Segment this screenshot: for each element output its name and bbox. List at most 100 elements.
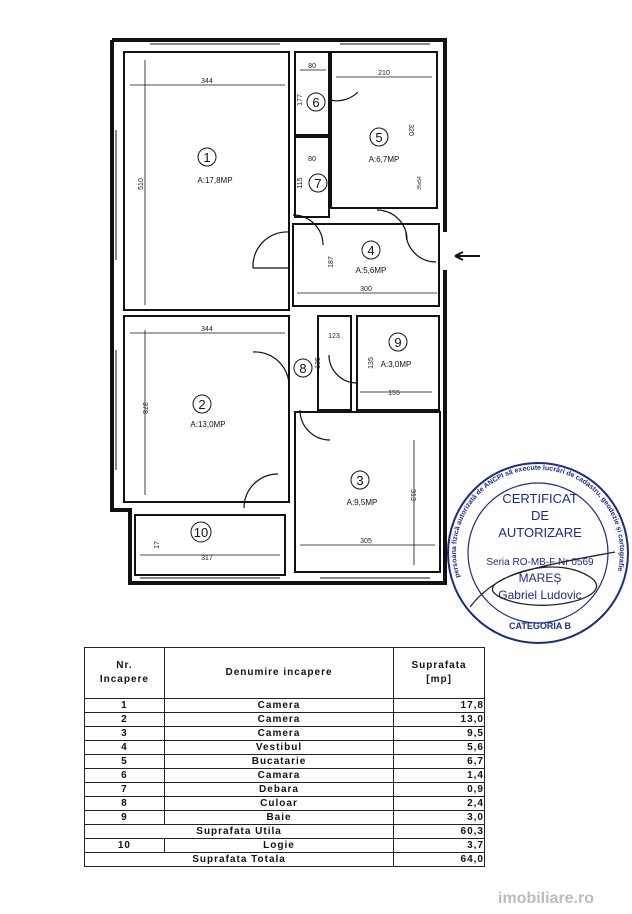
header-area: Suprafata [mp]	[393, 647, 485, 699]
header-name: Denumire incapere	[163, 647, 395, 699]
dim-label: 115	[297, 177, 304, 188]
dim-label: 317	[201, 555, 213, 562]
dim-label: 187	[328, 256, 335, 268]
room-4-area: A:5,6MP	[356, 266, 387, 275]
row-nr: 6	[84, 768, 165, 783]
dim-label: 155	[388, 390, 400, 397]
dim-label: 135	[315, 357, 322, 369]
row-name: Baie	[163, 810, 395, 825]
row-name: Debara	[163, 782, 395, 797]
row-name: Camera	[163, 726, 395, 741]
row-name: Camera	[163, 712, 395, 727]
row-area: 5,6	[393, 740, 485, 755]
util-label: Suprafata Utila	[83, 824, 395, 839]
floor-plan: 1 A:17,8MP 2 A:13,0MP 3 A:9,5MP 4 A:5,6M…	[110, 38, 480, 585]
dim-label: 313	[409, 489, 416, 501]
room-1-area: A:17,8MP	[197, 176, 232, 185]
row-nr: 3	[84, 726, 165, 741]
stamp-line-5: MAREȘ	[519, 571, 562, 585]
room-9-area: A:3,0MP	[381, 360, 412, 369]
room-4-number: 4	[367, 243, 374, 258]
stamp-line-1: CERTIFICAT	[502, 491, 577, 506]
row-name: Bucatarie	[163, 754, 395, 769]
stamp-line-4: Seria RO-MB-F Nr 0569	[486, 557, 594, 568]
signature-scribble	[469, 551, 616, 608]
util-value: 60,3	[393, 824, 485, 839]
row-name: Culoar	[163, 796, 395, 811]
room-2-area: A:13,0MP	[190, 420, 225, 429]
row-area: 1,4	[393, 768, 485, 783]
dim-label: 177	[297, 94, 304, 106]
row-nr: 9	[84, 810, 165, 825]
authorization-stamp: persoana fizică autorizată de ANCPI să e…	[447, 462, 629, 644]
row-area: 17,8	[393, 698, 485, 713]
dim-label: 320	[407, 124, 414, 136]
dim-label: 300	[360, 286, 372, 293]
room-1-number: 1	[203, 150, 210, 165]
row-name: Camera	[163, 698, 395, 713]
dim-label: 80	[308, 156, 316, 163]
stamp-line-3: AUTORIZARE	[498, 525, 582, 540]
room-9-number: 9	[394, 335, 401, 350]
room-5-area: A:6,7MP	[369, 155, 400, 164]
watermark: imobiliare.ro	[498, 890, 595, 907]
room-7-number: 7	[314, 176, 321, 191]
stamp-line-2: DE	[531, 508, 549, 523]
row-area: 13,0	[393, 712, 485, 727]
row-nr: 7	[84, 782, 165, 797]
dim-label: 123	[328, 333, 340, 340]
row-area: 3,0	[393, 810, 485, 825]
header-nr: Nr. Incapere	[84, 647, 165, 699]
room-3-number: 3	[356, 473, 363, 488]
row-area: 6,7	[393, 754, 485, 769]
row-name: Camara	[163, 768, 395, 783]
row-name: Logie	[163, 838, 395, 853]
stamp-category: CATEGORIA B	[509, 621, 571, 631]
room-5-number: 5	[375, 130, 382, 145]
row-nr: 8	[84, 796, 165, 811]
row-area: 0,9	[393, 782, 485, 797]
entrance-arrow-icon	[454, 251, 480, 261]
rooms-table: Nr. Incapere Denumire incapere Suprafata…	[83, 647, 485, 867]
total-label: Suprafata Totala	[83, 852, 395, 867]
row-nr: 5	[84, 754, 165, 769]
row-area: 3,7	[393, 838, 485, 853]
table-header-row: Nr. Incapere Denumire incapere Suprafata…	[84, 647, 485, 699]
row-name: Vestibul	[163, 740, 395, 755]
dim-label: 35x54	[417, 176, 423, 190]
room-3-area: A:9,5MP	[347, 498, 378, 507]
stamp-line-6: Gabriel Ludovic	[498, 588, 581, 602]
dim-label: 344	[201, 78, 213, 85]
row-area: 9,5	[393, 726, 485, 741]
row-nr: 4	[84, 740, 165, 755]
row-nr: 2	[84, 712, 165, 727]
room-2-number: 2	[198, 397, 205, 412]
room-8-number: 8	[299, 361, 306, 376]
dim-label: 344	[201, 326, 213, 333]
total-value: 64,0	[393, 852, 485, 867]
dim-label: 135	[368, 357, 375, 369]
row-nr: 10	[84, 838, 165, 853]
dim-label: 17	[154, 541, 161, 549]
room-6-number: 6	[312, 95, 319, 110]
row-nr: 1	[84, 698, 165, 713]
dim-label: 80	[308, 63, 316, 70]
row-area: 2,4	[393, 796, 485, 811]
room-10-number: 10	[194, 525, 208, 540]
dim-label: 510	[138, 178, 145, 190]
dim-label: 210	[378, 70, 390, 77]
dim-label: 378	[141, 402, 148, 414]
dim-label: 305	[360, 538, 372, 545]
